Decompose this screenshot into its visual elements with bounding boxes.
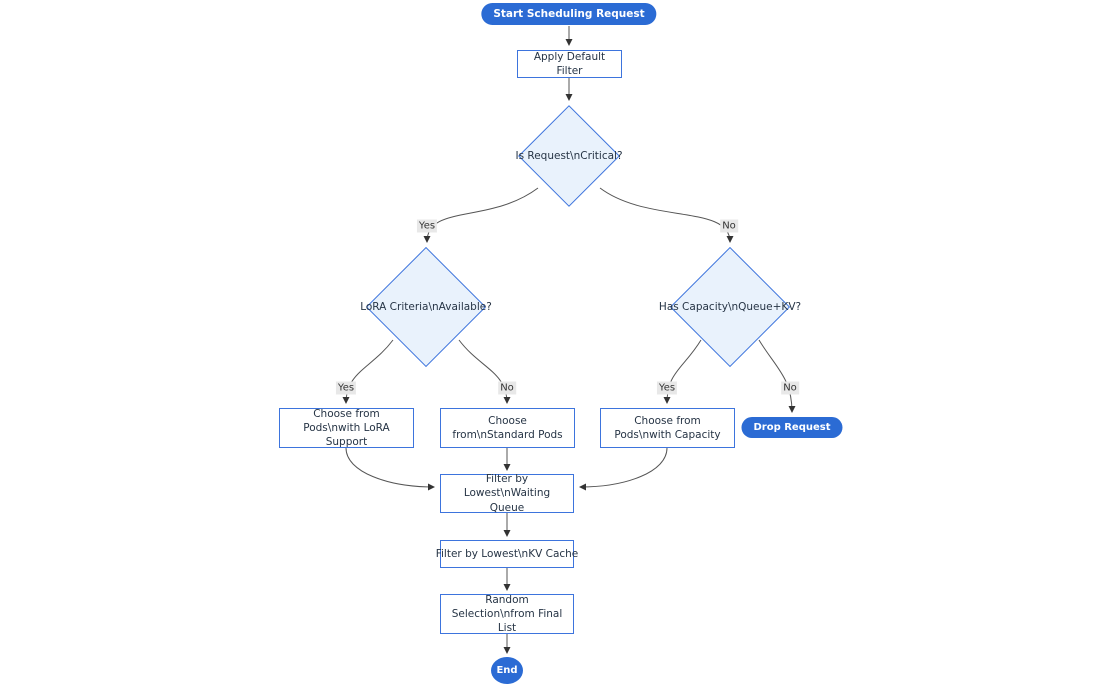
node-end: End xyxy=(491,657,523,684)
node-start: Start Scheduling Request xyxy=(481,3,657,25)
node-apply-default-filter: Apply Default Filter xyxy=(517,50,622,78)
edge-label-lora-yes: Yes xyxy=(335,381,357,395)
node-random-selection-final-list: Random Selection\nfrom Final List xyxy=(440,594,574,634)
node-filter-lowest-kv-cache: Filter by Lowest\nKV Cache xyxy=(436,540,578,568)
node-is-request-critical: Is Request\nCritical? xyxy=(515,105,623,207)
edge-label-capacity-yes: Yes xyxy=(656,381,678,395)
edge-label-critical-yes: Yes xyxy=(416,219,438,233)
node-choose-pods-with-capacity: Choose from Pods\nwith Capacity xyxy=(600,408,735,448)
edge-label-critical-no: No xyxy=(720,219,738,233)
node-choose-pods-lora-support: Choose from Pods\nwith LoRA Support xyxy=(279,408,414,448)
node-has-capacity-queue-kv: Has Capacity\nQueue+KV? xyxy=(658,246,802,368)
node-drop-request: Drop Request xyxy=(741,417,843,438)
decision-label: Is Request\nCritical? xyxy=(515,150,623,162)
decision-label: Has Capacity\nQueue+KV? xyxy=(658,301,802,313)
edge-label-lora-no: No xyxy=(498,381,516,395)
node-choose-standard-pods: Choose from\nStandard Pods xyxy=(440,408,575,448)
decision-label: LoRA Criteria\nAvailable? xyxy=(360,301,492,313)
node-lora-criteria-available: LoRA Criteria\nAvailable? xyxy=(360,246,492,368)
edge-label-capacity-no: No xyxy=(781,381,799,395)
node-filter-lowest-waiting-queue: Filter by Lowest\nWaiting Queue xyxy=(440,473,574,514)
